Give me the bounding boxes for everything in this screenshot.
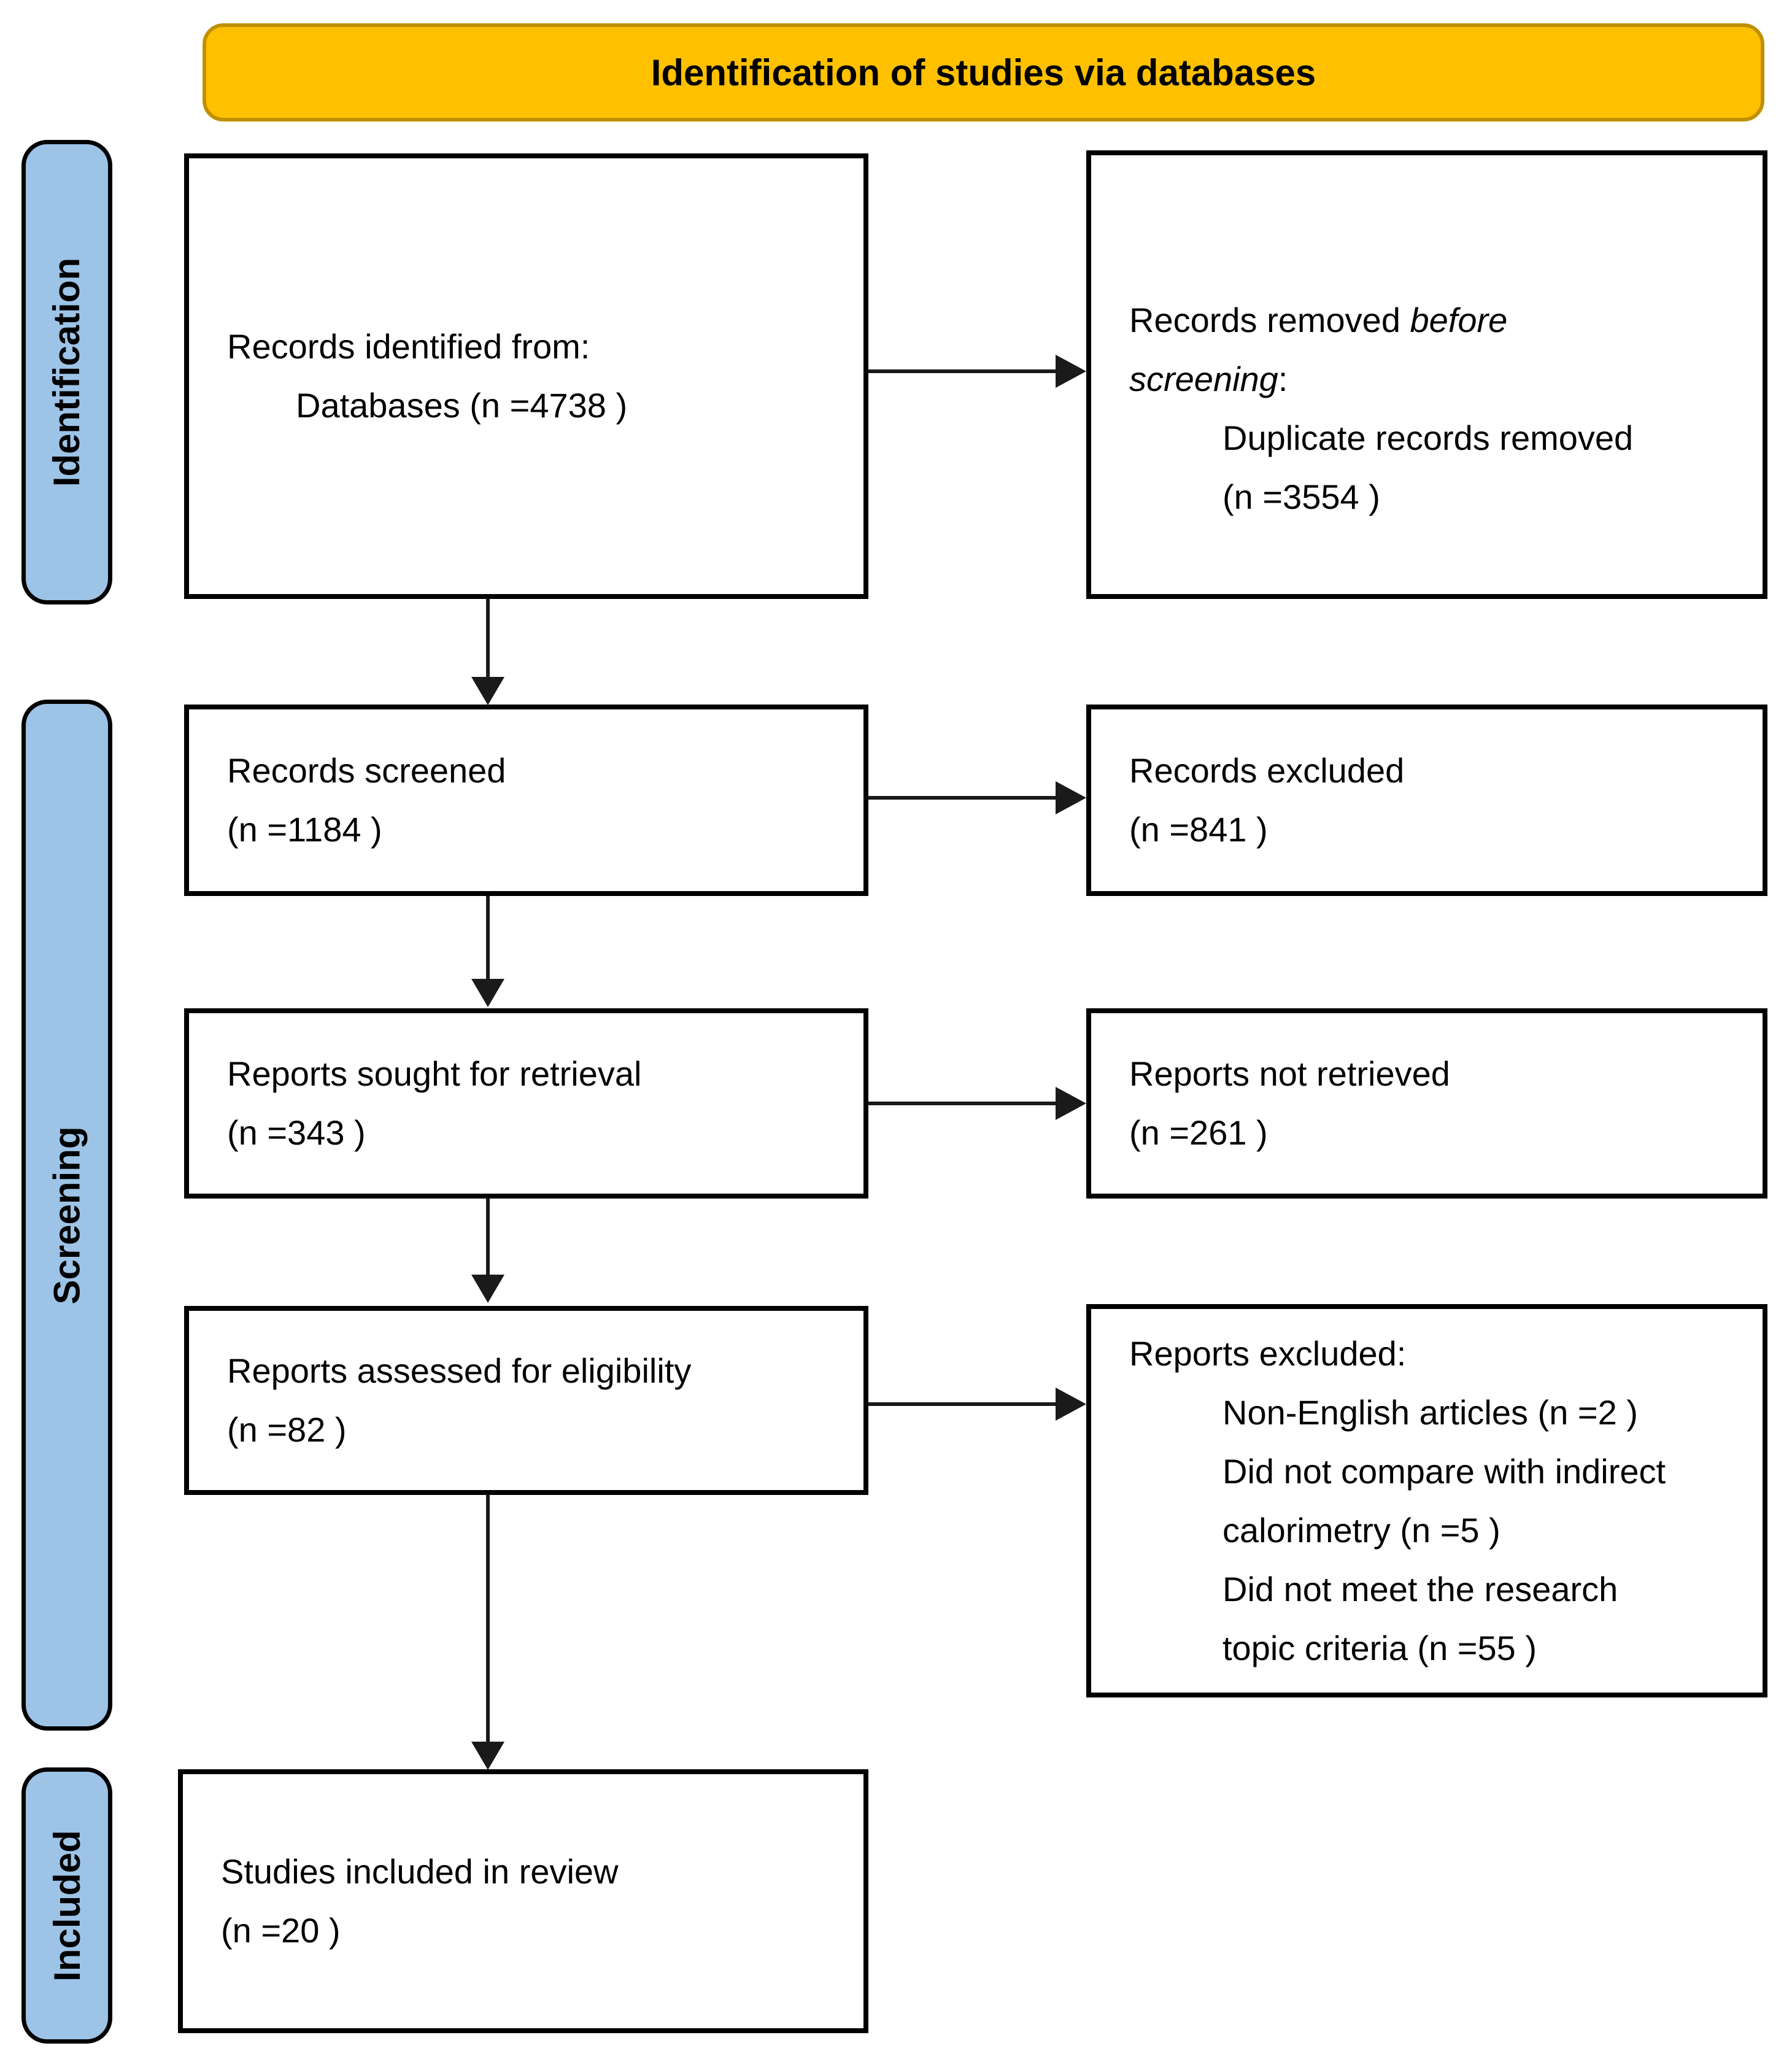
arrow-sought-to-not-retrieved	[868, 1087, 1086, 1120]
box-text-line: Studies included in review	[221, 1852, 619, 1891]
box-text-line: (n =3554 )	[1222, 477, 1380, 516]
box-reports-assessed: Reports assessed for eligibility (n =82 …	[184, 1306, 868, 1495]
box-reports-sought: Reports sought for retrieval (n =343 )	[184, 1008, 868, 1199]
arrow-screened-to-excluded	[868, 781, 1086, 814]
box-reports-excluded: Reports excluded: Non-English articles (…	[1086, 1304, 1767, 1697]
arrow-assessed-to-included	[471, 1494, 504, 1770]
arrow-sought-to-assessed	[471, 1198, 504, 1303]
arrow-identified-to-screened	[471, 598, 504, 705]
arrow-assessed-to-reports-excluded	[868, 1388, 1086, 1421]
stage-bar-screening: Screening	[21, 700, 112, 1731]
arrow-head-icon	[471, 1742, 504, 1770]
stage-label-included: Included	[46, 1829, 88, 1982]
box-text-line: Records excluded	[1129, 751, 1405, 790]
box-text-line: Records identified from:	[227, 327, 590, 366]
stage-label-identification: Identification	[46, 257, 88, 487]
stage-bar-included: Included	[21, 1767, 112, 2044]
box-studies-included: Studies included in review (n =20 )	[178, 1769, 868, 2033]
box-text-line: screening:	[1129, 359, 1288, 398]
box-text-line: Databases (n =4738 )	[296, 386, 628, 425]
box-text-line: (n =343 )	[227, 1113, 366, 1152]
banner-label: Identification of studies via databases	[651, 52, 1316, 93]
box-text-line: Records removed before	[1129, 300, 1508, 339]
arrow-head-icon	[1056, 355, 1086, 388]
box-records-identified: Records identified from: Databases (n =4…	[184, 153, 868, 599]
banner-identification-via-databases: Identification of studies via databases	[203, 23, 1764, 122]
box-text-line: Reports excluded:	[1129, 1334, 1407, 1373]
arrow-head-icon	[1056, 1388, 1086, 1421]
box-text-line: Did not meet the research	[1222, 1569, 1618, 1608]
box-text-line: Reports not retrieved	[1129, 1054, 1450, 1093]
stage-label-screening: Screening	[46, 1126, 88, 1305]
arrow-screened-to-sought	[471, 896, 504, 1007]
arrow-head-icon	[471, 677, 504, 705]
box-text-line: Non-English articles (n =2 )	[1222, 1392, 1638, 1432]
box-text-line: (n =261 )	[1129, 1113, 1268, 1152]
box-text-line: Did not compare with indirect	[1222, 1451, 1666, 1491]
box-text-line: Records screened	[227, 751, 506, 790]
arrow-identified-to-removed	[868, 355, 1086, 388]
arrow-head-icon	[1056, 1087, 1086, 1120]
arrow-head-icon	[471, 1275, 504, 1303]
box-text-line: (n =1184 )	[227, 810, 382, 849]
box-text-line: (n =82 )	[227, 1410, 347, 1449]
box-text-line: (n =20 )	[221, 1911, 341, 1950]
box-text-line: Reports assessed for eligibility	[227, 1351, 692, 1390]
box-text-line: Reports sought for retrieval	[227, 1054, 642, 1093]
box-records-removed-before-screening: Records removed before screening: Duplic…	[1086, 150, 1767, 599]
arrow-head-icon	[1056, 781, 1086, 814]
box-text-line: topic criteria (n =55 )	[1222, 1628, 1537, 1667]
arrow-head-icon	[471, 979, 504, 1007]
box-records-screened: Records screened (n =1184 )	[184, 705, 868, 896]
box-text-line: Duplicate records removed	[1222, 418, 1634, 457]
box-records-excluded: Records excluded (n =841 )	[1086, 705, 1767, 896]
box-text-line: calorimetry (n =5 )	[1222, 1510, 1500, 1550]
box-reports-not-retrieved: Reports not retrieved (n =261 )	[1086, 1008, 1767, 1199]
stage-bar-identification: Identification	[21, 140, 112, 604]
box-text-line: (n =841 )	[1129, 810, 1268, 849]
